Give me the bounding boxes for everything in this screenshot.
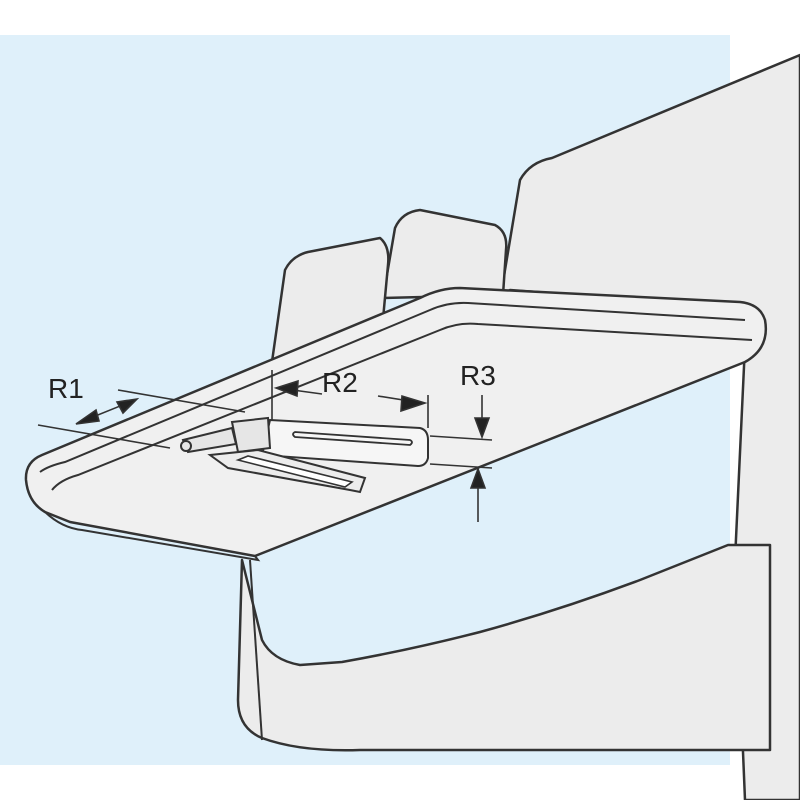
work-surface — [24, 286, 768, 558]
slide-mechanism — [180, 416, 429, 494]
surface-front-face — [44, 511, 261, 562]
label-r2: R2 — [322, 367, 358, 398]
surface-rim-outer — [39, 301, 746, 473]
label-r3: R3 — [460, 360, 496, 391]
pin-cap — [180, 440, 192, 452]
lower-body-edge — [249, 559, 263, 741]
gauge-holder — [230, 416, 272, 454]
middle-block — [381, 208, 508, 300]
dimension-r2 — [271, 370, 429, 428]
label-r1: R1 — [48, 373, 84, 404]
lower-body — [236, 543, 772, 752]
gauge-slot — [292, 431, 413, 446]
lower-slider-rail — [235, 455, 354, 488]
gauge-bar — [260, 418, 429, 468]
dimension-r1 — [37, 389, 246, 449]
dimension-r3 — [429, 395, 493, 522]
surface-rim-inner — [51, 322, 753, 491]
